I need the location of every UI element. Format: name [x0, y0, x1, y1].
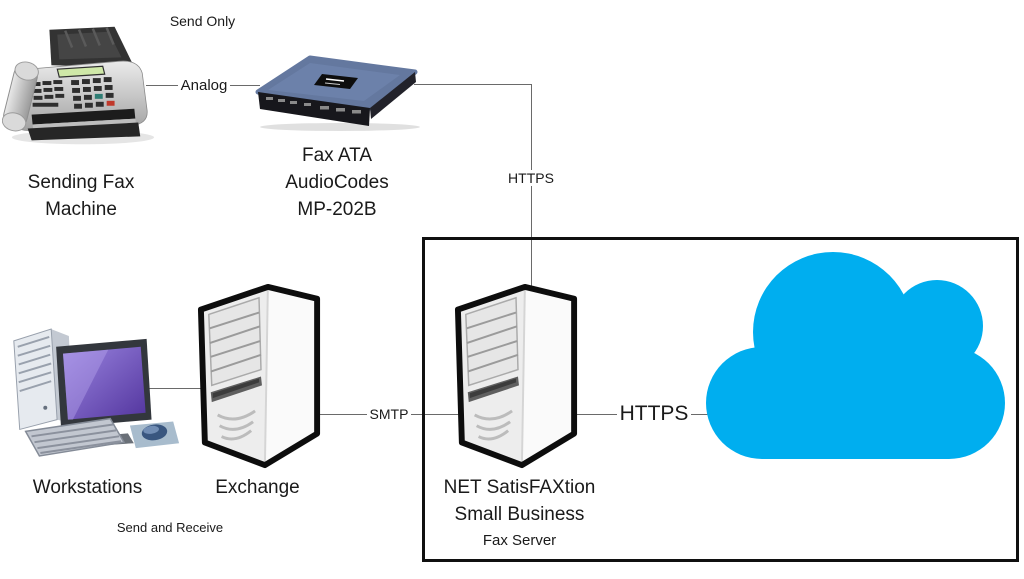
connector-ata-to-corner: [414, 84, 532, 85]
fax-server-illustration: [454, 283, 578, 469]
https-cloud-label: HTTPS: [610, 402, 698, 426]
exchange-label: Exchange: [215, 477, 300, 498]
workstations-label: Workstations: [32, 477, 143, 498]
analog-label: Analog: [172, 77, 236, 94]
exchange-server-illustration: [197, 283, 321, 469]
fax-server-label: NET SatisFAXtion Small Business Fax Serv…: [443, 477, 596, 549]
fax-ata-illustration: [255, 55, 420, 131]
send-only-label: Send Only: [169, 13, 236, 29]
https-top-label: HTTPS: [500, 170, 562, 186]
workstation-illustration: [13, 328, 180, 457]
connector-corner-to-server: [531, 84, 532, 290]
fax-ata-label: Fax ATA AudioCodes MP-202B: [285, 145, 389, 220]
connector-workstation-to-exchange: [138, 388, 202, 389]
fax-machine-illustration: [2, 26, 155, 145]
fax-server-boundary-box: [422, 237, 1019, 562]
send-and-receive-label: Send and Receive: [116, 520, 224, 535]
sending-fax-label: Sending Fax Machine: [27, 172, 135, 220]
smtp-label: SMTP: [358, 406, 420, 422]
internet-cloud-icon: [706, 252, 1005, 459]
